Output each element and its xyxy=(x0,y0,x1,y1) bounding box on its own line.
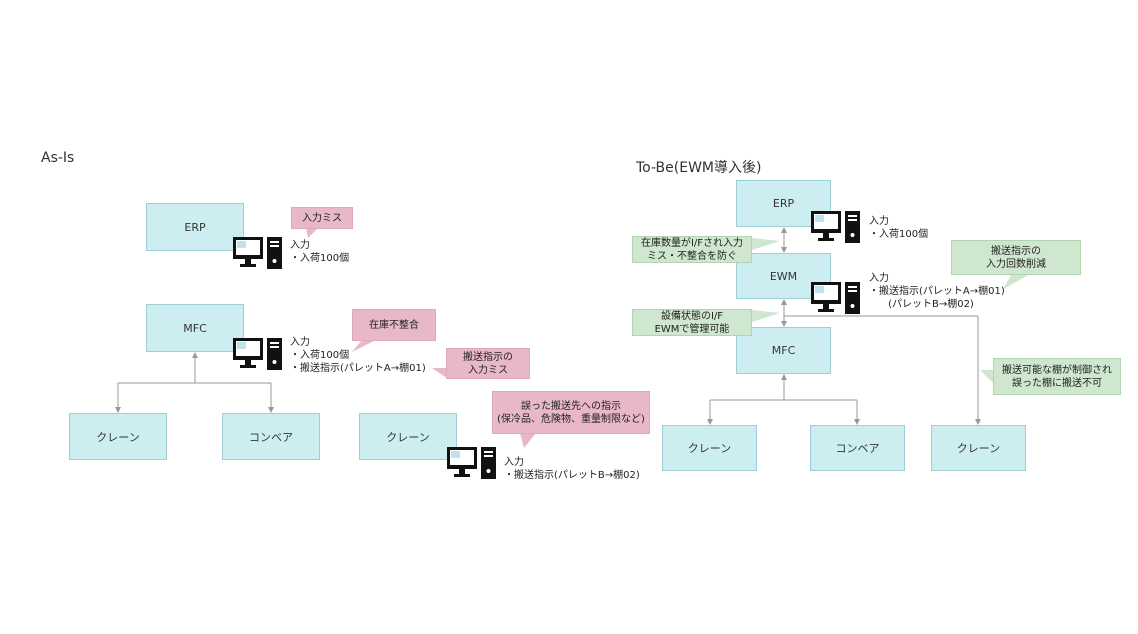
computer-icon xyxy=(233,237,282,269)
callout-tails xyxy=(306,228,1030,448)
callout-text: ミス・不整合を防ぐ xyxy=(647,250,737,262)
note-line: 入力 xyxy=(869,216,889,227)
note-line: 入力 xyxy=(504,457,524,468)
callout-equipment-status: 設備状態のI/F EWMで管理可能 xyxy=(632,309,752,336)
callout-transport-input-miss: 搬送指示の 入力ミス xyxy=(446,348,530,379)
note-line: ・入荷100個 xyxy=(869,229,929,240)
callout-text: EWMで管理可能 xyxy=(654,323,730,335)
tobe-crane-box-1: クレーン xyxy=(662,425,757,471)
asis-mfc-box: MFC xyxy=(146,304,244,352)
callout-text: 搬送指示の xyxy=(991,245,1041,257)
callout-text: 搬送可能な棚が制御され xyxy=(1002,364,1112,376)
note-line: 入力 xyxy=(290,337,310,348)
callout-text: 設備状態のI/F xyxy=(660,310,724,322)
asis-title: As-Is xyxy=(41,150,75,166)
callout-text: 在庫数量がI/Fされ入力 xyxy=(640,237,744,249)
asis-erp-box: ERP xyxy=(146,203,244,251)
note-line: ・入荷100個 xyxy=(290,350,350,361)
computer-icon xyxy=(447,447,496,479)
note-line: ・入荷100個 xyxy=(290,253,350,264)
note-line: 入力 xyxy=(869,273,889,284)
callout-text: 在庫不整合 xyxy=(369,319,419,331)
callout-text: 搬送指示の xyxy=(463,351,513,363)
tobe-connectors xyxy=(707,227,981,425)
callout-wrong-destination: 誤った搬送先への指示 (保冷品、危険物、重量制限など) xyxy=(492,391,650,434)
callout-text: 誤った搬送先への指示 xyxy=(521,400,621,412)
callout-text: 入力ミス xyxy=(302,212,342,224)
asis-erp-input-note: 入力 ・入荷100個 xyxy=(290,239,349,265)
note-line: 入力 xyxy=(290,240,310,251)
tobe-conveyor-box: コンベア xyxy=(810,425,905,471)
tobe-ewm-input-note: 入力 ・搬送指示(パレットA→棚01) (パレットB→棚02) xyxy=(869,272,1005,311)
callout-input-miss: 入力ミス xyxy=(291,207,353,229)
note-line: ・搬送指示(パレットB→棚02) xyxy=(504,470,640,481)
note-line: ・搬送指示(パレットA→棚01) xyxy=(869,286,1005,297)
asis-mfc-input-note: 入力 ・入荷100個 ・搬送指示(パレットA→棚01) xyxy=(290,336,426,375)
asis-conveyor-box: コンベア xyxy=(222,413,320,460)
note-line: ・搬送指示(パレットA→棚01) xyxy=(290,363,426,374)
callout-shelf-control: 搬送可能な棚が制御され 誤った棚に搬送不可 xyxy=(993,358,1121,395)
computer-icon xyxy=(811,211,860,243)
callout-text: 誤った棚に搬送不可 xyxy=(1012,377,1102,389)
asis-crane-box-2: クレーン xyxy=(359,413,457,460)
computer-icon xyxy=(811,282,860,314)
callout-text: (保冷品、危険物、重量制限など) xyxy=(497,413,645,425)
callout-stock-mismatch: 在庫不整合 xyxy=(352,309,436,341)
computer-icon xyxy=(233,338,282,370)
callout-reduce-input: 搬送指示の 入力回数削減 xyxy=(951,240,1081,275)
asis-crane-input-note: 入力 ・搬送指示(パレットB→棚02) xyxy=(504,456,640,482)
asis-crane-box-1: クレーン xyxy=(69,413,167,460)
note-line: (パレットB→棚02) xyxy=(869,299,974,310)
tobe-erp-input-note: 入力 ・入荷100個 xyxy=(869,215,928,241)
asis-mfc-tree xyxy=(115,352,274,413)
tobe-title: To-Be(EWM導入後) xyxy=(636,160,762,176)
tobe-crane-box-2: クレーン xyxy=(931,425,1026,471)
callout-if-prevents-errors: 在庫数量がI/Fされ入力 ミス・不整合を防ぐ xyxy=(632,236,752,263)
callout-text: 入力ミス xyxy=(468,364,508,376)
callout-text: 入力回数削減 xyxy=(986,258,1046,270)
